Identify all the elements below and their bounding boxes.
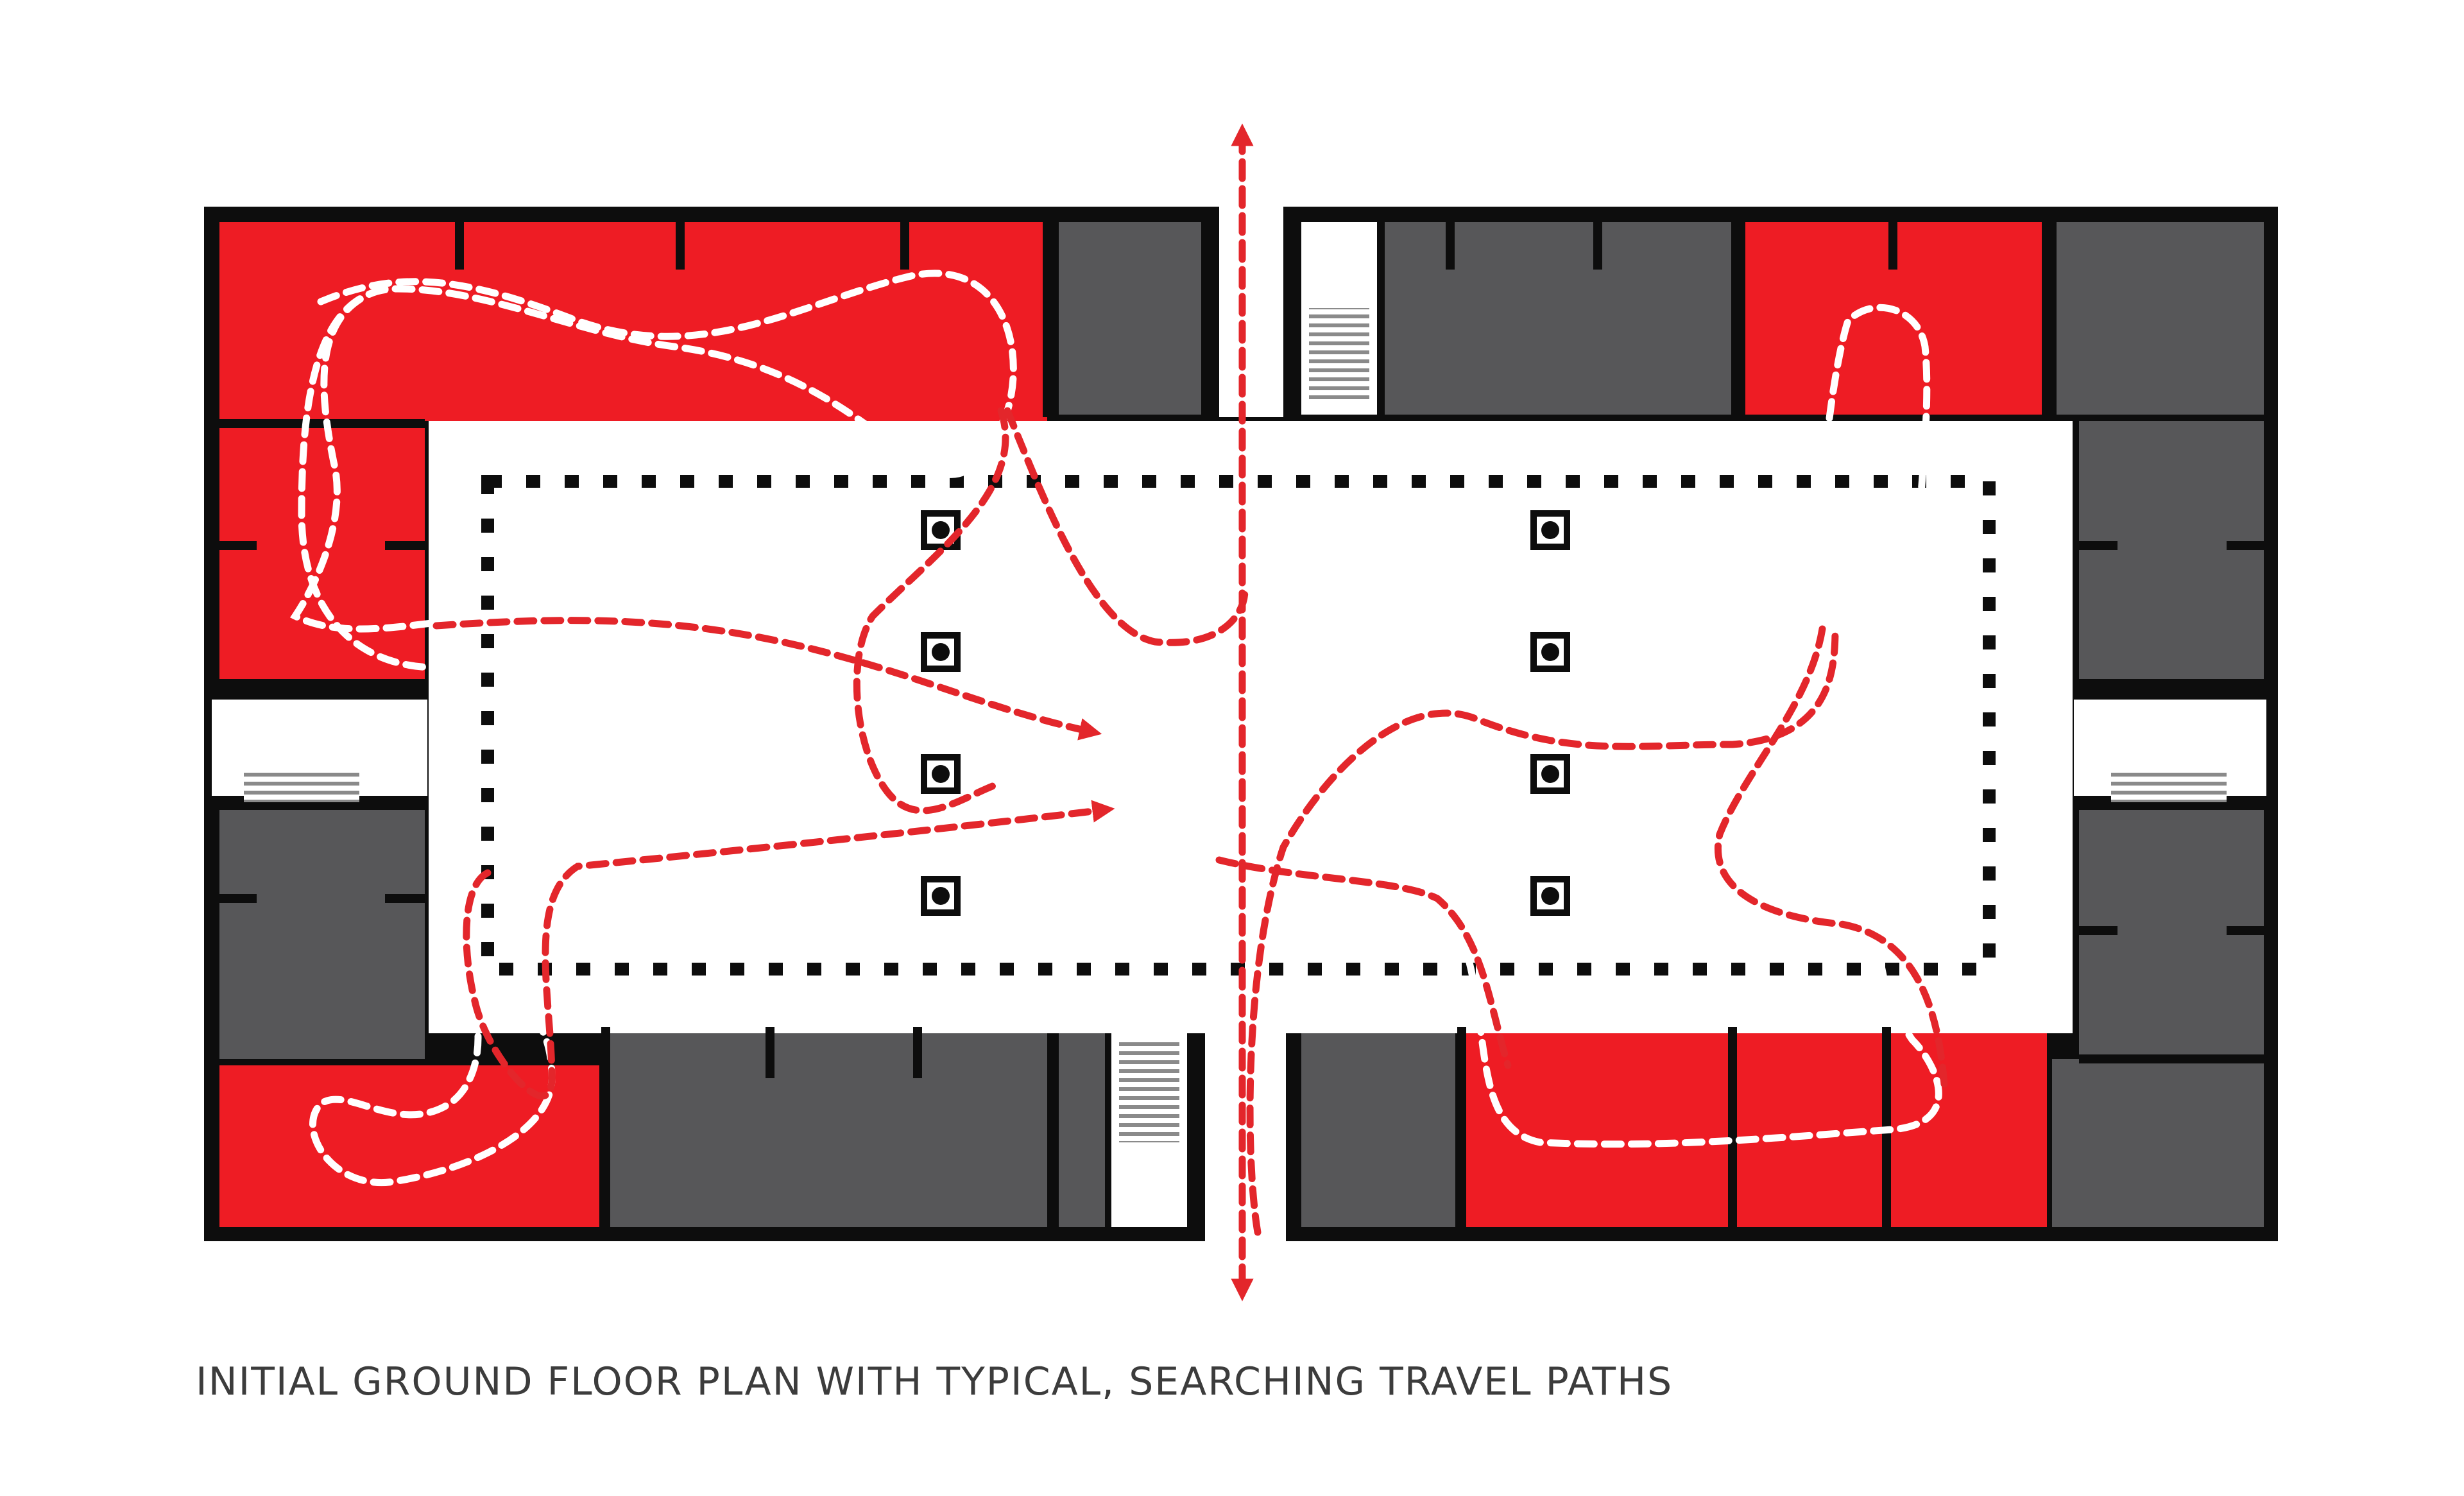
room-north-centre-grey	[1385, 222, 1731, 415]
fountain-icon	[1530, 876, 1570, 916]
room-north-east-grey	[2052, 222, 2264, 415]
room-north-west-grey	[1059, 222, 1201, 415]
stairs-east	[2111, 770, 2227, 802]
red-path-west-arrow-lower	[463, 800, 1115, 1099]
stairs-south	[1119, 1040, 1179, 1142]
fountain-icon	[921, 632, 961, 672]
fountain-icon	[1530, 632, 1570, 672]
room-south-mid-grey	[1059, 1033, 1105, 1227]
partition-walls	[218, 218, 2265, 1232]
north-entrance-gap	[1219, 205, 1283, 417]
room-south-west-red	[219, 1065, 599, 1227]
red-path-east-return	[1215, 856, 1512, 1069]
fountain-icon	[1530, 754, 1570, 794]
white-path-north-west-loop	[298, 270, 1017, 671]
fountain-icon	[921, 754, 961, 794]
red-path-central-wander	[853, 407, 1009, 814]
stairs-west	[244, 770, 359, 802]
white-path-north-west-inner	[289, 285, 440, 633]
room-south-east-red	[1462, 1033, 2047, 1227]
stairs-north	[1309, 308, 1369, 404]
room-north-west-red	[219, 222, 1047, 421]
room-south-west-grey	[606, 1033, 1047, 1227]
room-south-east-grey	[2052, 1059, 2264, 1227]
room-south-centre-grey	[1301, 1033, 1455, 1227]
red-path-west-arrow-upper	[432, 617, 1102, 741]
room-west-lower-grey	[219, 810, 425, 1059]
red-path-south-east-loop	[1715, 625, 1948, 1088]
fountains	[921, 510, 1570, 916]
diagram-caption: INITIAL GROUND FLOOR PLAN WITH TYPICAL, …	[196, 1359, 1673, 1404]
courtyard	[429, 421, 2073, 1033]
fountain-icon	[921, 876, 961, 916]
red-path-north-stair-wander	[1004, 407, 1249, 646]
red-travel-paths	[432, 123, 1948, 1302]
fountain-icon	[1530, 510, 1570, 550]
white-path-south-east-loop	[1466, 304, 1942, 1148]
